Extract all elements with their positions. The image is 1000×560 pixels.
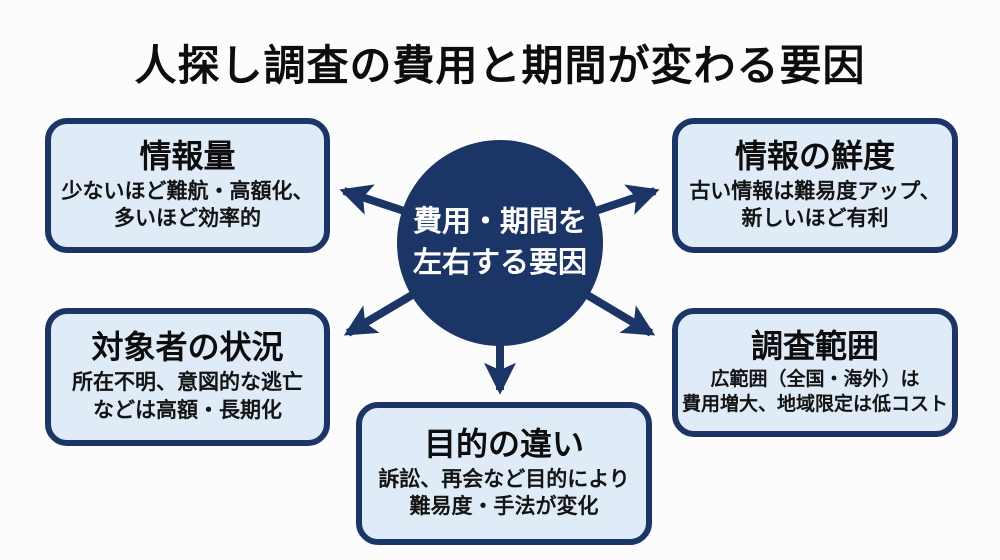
- factor-box-subject-status: 対象者の状況 所在不明、意図的な逃亡 などは高額・長期化: [45, 308, 330, 446]
- box-body-line2: 新しいほど有利: [741, 207, 889, 231]
- factor-box-info-freshness: 情報の鮮度 古い情報は難易度アップ、 新しいほど有利: [672, 118, 958, 253]
- box-body-line1: 広範囲（全国・海外）は: [710, 369, 920, 391]
- box-title: 対象者の状況: [91, 329, 284, 366]
- factor-box-info-volume: 情報量 少ないほど難航・高額化、 多いほど効率的: [45, 118, 330, 253]
- factor-box-purpose: 目的の違い 訴訟、再会など目的により 難易度・手法が変化: [356, 402, 652, 545]
- center-circle-line1: 費用・期間を: [412, 205, 587, 238]
- box-body-line1: 古い情報は難易度アップ、: [689, 179, 941, 203]
- box-body-line1: 少ないほど難航・高額化、: [61, 179, 314, 203]
- box-title: 情報量: [139, 137, 236, 174]
- box-title: 情報の鮮度: [734, 137, 895, 174]
- box-title: 調査範囲: [750, 327, 879, 364]
- box-body-line2: 難易度・手法が変化: [409, 495, 599, 519]
- box-body-line2: 費用増大、地域限定は低コスト: [682, 394, 949, 416]
- center-circle: 費用・期間を 左右する要因: [397, 140, 603, 346]
- factor-box-scope: 調査範囲 広範囲（全国・海外）は 費用増大、地域限定は低コスト: [672, 308, 958, 437]
- page-title: 人探し調査の費用と期間が変わる要因: [134, 42, 866, 89]
- center-circle-line2: 左右する要因: [412, 247, 587, 279]
- box-body-line2: 多いほど効率的: [114, 207, 261, 231]
- box-body-line1: 訴訟、再会など目的により: [378, 467, 630, 491]
- box-title: 目的の違い: [423, 425, 584, 462]
- box-body-line2: などは高額・長期化: [93, 398, 282, 422]
- box-body-line1: 所在不明、意図的な逃亡: [72, 371, 303, 395]
